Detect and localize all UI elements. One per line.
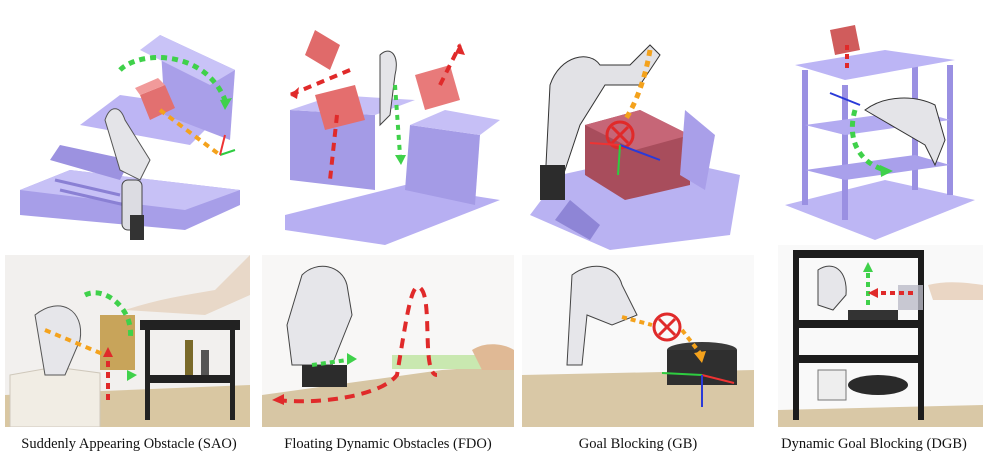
caption-sao: Suddenly Appearing Obstacle (SAO) (21, 436, 237, 452)
sao-real-panel (5, 255, 250, 427)
gb-real-panel (522, 255, 754, 427)
fdo-real-panel (262, 255, 514, 427)
caption-gb: Goal Blocking (GB) (578, 436, 698, 452)
dgb-real-panel (778, 245, 983, 427)
caption-dgb: Dynamic Goal Blocking (DGB) (781, 436, 967, 452)
fdo-sim-panel (275, 15, 505, 245)
caption-fdo: Floating Dynamic Obstacles (FDO) (284, 436, 492, 452)
dgb-sim-panel (775, 15, 980, 250)
gb-sim-panel (530, 25, 745, 250)
sao-sim-panel (10, 30, 250, 245)
